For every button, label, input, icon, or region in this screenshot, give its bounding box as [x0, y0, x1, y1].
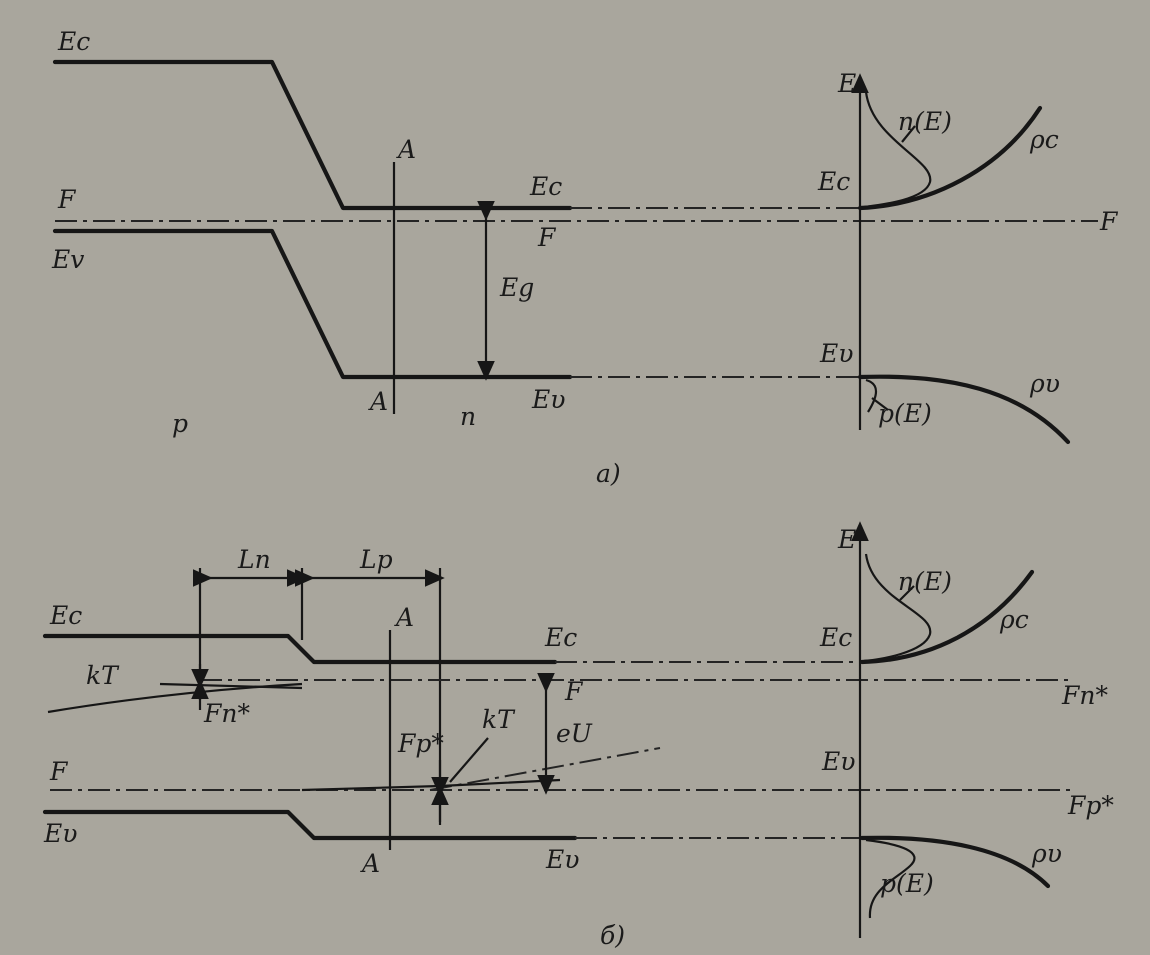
panel-a-p-e-leader — [871, 397, 889, 411]
panel-a-ev-curve — [52, 228, 573, 380]
panel-b-label-lp: Lp — [359, 545, 393, 574]
panel-b-label-ec-left: Ec — [49, 601, 82, 630]
panel-b-label-f-left: F — [49, 757, 69, 786]
panel-b: Ln Lp Ec kT Fn* A Ec F kT Fp* eU F Eυ A … — [42, 521, 1114, 950]
panel-a-label-ec-left: Ec — [57, 27, 90, 56]
panel-a-label-eg: Eg — [499, 273, 534, 302]
panel-a-label-rho-c: ρc — [1029, 125, 1059, 154]
panel-b-label-e-axis: E — [837, 525, 856, 554]
panel-a-caption: а) — [596, 459, 621, 488]
panel-a-label-a-bottom: A — [368, 387, 388, 416]
panel-b-kt-leader — [449, 737, 489, 783]
panel-b-p-e-curve — [865, 838, 916, 919]
panel-a-label-p-e: p(E) — [878, 399, 932, 428]
panel-a-label-rho-v: ρυ — [1029, 369, 1060, 398]
panel-a-label-ev-right: Eυ — [531, 385, 565, 414]
panel-b-label-f-mid: F — [564, 677, 584, 706]
panel-a-rho-c-curve — [857, 105, 1043, 211]
panel-b-n-e-curve — [863, 553, 932, 663]
panel-a-label-f-mid: F — [537, 223, 557, 252]
panel-b-rho-v-curve — [859, 835, 1051, 889]
panel-b-label-ec-right: Ec — [544, 623, 577, 652]
panel-b-label-kt-left: kT — [86, 661, 120, 690]
panel-a-label-a-top: A — [396, 135, 416, 164]
panel-a-ec-curve — [52, 59, 573, 211]
panel-b-label-dos-ec: Ec — [819, 623, 852, 652]
panel-b-label-rho-c: ρc — [999, 605, 1029, 634]
panel-a-label-f-right: F — [1099, 207, 1119, 236]
panel-b-label-ev-left: Eυ — [43, 819, 77, 848]
panel-a-label-n-region: n — [460, 402, 476, 431]
panel-a: Ec F Ev A A Ec F Eg Eυ p n а) E Ec Eυ n(… — [51, 27, 1119, 488]
panel-a-label-p-region: p — [172, 409, 188, 438]
panel-b-label-eu: eU — [556, 719, 593, 748]
panel-a-label-ec-right: Ec — [529, 172, 562, 201]
panel-a-label-f-left: F — [57, 185, 77, 214]
panel-b-label-fn-left: Fn* — [203, 699, 250, 728]
panel-a-label-dos-ev: Eυ — [819, 339, 853, 368]
panel-b-n-e-leader — [899, 585, 915, 601]
panel-b-label-fp-right: Fp* — [1067, 791, 1114, 820]
panel-b-label-ln: Ln — [237, 545, 271, 574]
panel-b-caption: б) — [600, 921, 625, 950]
panel-a-rho-v-curve — [857, 374, 1071, 445]
panel-b-ev-curve — [42, 809, 578, 841]
panel-b-rho-c-curve — [859, 569, 1035, 665]
panel-b-label-n-e: n(E) — [898, 567, 952, 596]
panel-a-label-ev-left: Ev — [51, 245, 84, 274]
panel-b-label-dos-ev: Eυ — [821, 747, 855, 776]
panel-b-label-fp-mid: Fp* — [397, 729, 444, 758]
panel-a-n-e-leader — [901, 125, 916, 143]
panel-b-fn-decay-2 — [159, 682, 303, 690]
panel-b-label-a-bottom: A — [360, 849, 380, 878]
panel-b-label-rho-v: ρυ — [1031, 839, 1062, 868]
panel-b-label-fn-right: Fn* — [1061, 681, 1108, 710]
panel-a-p-e-curve — [865, 378, 878, 413]
panel-b-label-ev-right: Eυ — [545, 845, 579, 874]
panel-b-ec-curve — [42, 633, 558, 665]
panel-b-label-a-top: A — [394, 603, 414, 632]
panel-a-label-dos-ec: Ec — [817, 167, 850, 196]
panel-a-n-e-curve — [863, 91, 932, 209]
panel-b-label-p-e: p(E) — [880, 869, 934, 898]
panel-a-label-n-e: n(E) — [898, 107, 952, 136]
panel-a-label-e-axis: E — [837, 69, 856, 98]
panel-b-fp-decay-2 — [301, 778, 561, 792]
panel-b-label-kt-mid: kT — [482, 705, 516, 734]
